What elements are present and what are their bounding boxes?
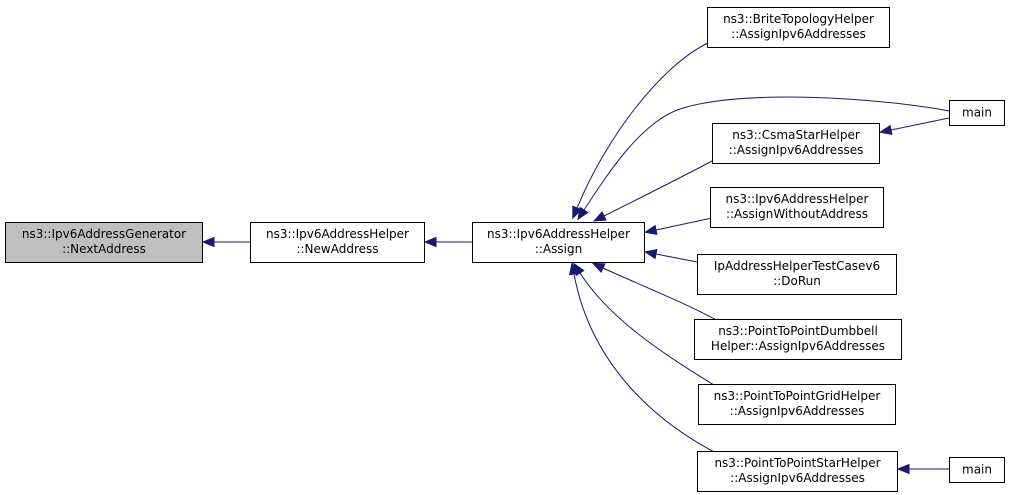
node-label-line: main <box>962 463 992 477</box>
node-ip-address-helper-test-casev6-do-run[interactable]: IpAddressHelperTestCasev6::DoRun <box>697 254 897 295</box>
node-label-line: ns3::PointToPointGridHelper <box>714 389 881 403</box>
node-label-line: ns3::Ipv6AddressGenerator <box>22 227 186 241</box>
node-label-line: ns3::CsmaStarHelper <box>732 128 860 142</box>
node-box <box>710 187 884 228</box>
node-ipv6-address-helper-assign[interactable]: ns3::Ipv6AddressHelper::Assign <box>472 222 645 263</box>
node-brite-topology-helper-assign-ipv6-addresses[interactable]: ns3::BriteTopologyHelper::AssignIpv6Addr… <box>707 7 890 48</box>
node-box <box>949 457 1005 483</box>
node-label-line: ::AssignIpv6Addresses <box>729 143 864 157</box>
edge-assign-to-new_address <box>423 236 472 248</box>
arrow-head <box>896 463 910 475</box>
arrow-head <box>201 236 215 248</box>
node-ipv6-address-helper-assign-without-address[interactable]: ns3::Ipv6AddressHelper::AssignWithoutAdd… <box>710 187 884 228</box>
edge-main2-to-star <box>896 463 949 475</box>
arrow-head <box>577 206 589 221</box>
node-label-line: ::DoRun <box>773 274 821 288</box>
edge-main1-to-csma <box>878 117 950 136</box>
node-box <box>694 319 902 360</box>
arrow-head <box>643 248 658 260</box>
edge-line <box>890 117 950 131</box>
arrow-head <box>423 236 437 248</box>
node-box <box>250 222 425 263</box>
node-label-line: ::NewAddress <box>296 242 378 256</box>
edge-line <box>579 272 723 391</box>
arrow-head <box>591 262 606 273</box>
node-box <box>707 7 890 48</box>
node-box <box>712 123 880 164</box>
arrow-head <box>593 211 607 222</box>
node-box <box>697 254 897 295</box>
edge-dumbbell-to-assign <box>591 262 721 323</box>
node-box <box>5 222 203 263</box>
node-label-line: ::AssignIpv6Addresses <box>730 404 865 418</box>
node-point-to-point-dumbbell-helper-assign-ipv6-addresses[interactable]: ns3::PointToPointDumbbellHelper::AssignI… <box>694 319 902 360</box>
edge-line <box>655 217 713 231</box>
node-box <box>697 451 898 492</box>
node-label-line: ns3::Ipv6AddressHelper <box>266 227 409 241</box>
node-point-to-point-grid-helper-assign-ipv6-addresses[interactable]: ns3::PointToPointGridHelper::AssignIpv6A… <box>698 384 896 425</box>
edge-main1-to-assign <box>577 96 950 221</box>
arrow-head <box>643 224 658 236</box>
node-label-line: ::AssignWithoutAddress <box>726 207 868 221</box>
edge-star-to-assign <box>568 261 723 457</box>
node-label-line: ::Assign <box>535 242 582 256</box>
node-label-line: Helper::AssignIpv6Addresses <box>711 339 885 353</box>
nodes-layer: ns3::Ipv6AddressGenerator::NextAddressns… <box>5 7 1005 492</box>
edge-line <box>655 253 698 263</box>
node-label-line: ns3::Ipv6AddressHelper <box>487 227 630 241</box>
node-ipv6-address-generator-next-address[interactable]: ns3::Ipv6AddressGenerator::NextAddress <box>5 222 203 263</box>
edge-csma-to-assign <box>593 159 715 222</box>
arrow-head <box>572 205 583 220</box>
edges-layer <box>201 41 950 475</box>
edge-line <box>576 41 711 209</box>
node-label-line: ::AssignIpv6Addresses <box>730 471 865 485</box>
node-label-line: ns3::BriteTopologyHelper <box>723 12 874 26</box>
edge-line <box>602 267 721 323</box>
node-main-bottom[interactable]: main <box>949 457 1005 483</box>
edge-brite-to-assign <box>572 41 711 220</box>
node-label-line: ns3::Ipv6AddressHelper <box>726 192 869 206</box>
edge-line <box>583 96 950 211</box>
edge-line <box>603 159 715 217</box>
node-label-line: ::NextAddress <box>62 242 146 256</box>
node-box <box>472 222 645 263</box>
edge-line <box>573 273 723 457</box>
node-label-line: IpAddressHelperTestCasev6 <box>714 259 880 273</box>
arrow-head <box>878 124 893 136</box>
node-label-line: ns3::PointToPointDumbbell <box>718 324 878 338</box>
edge-without-to-assign <box>643 217 713 236</box>
node-box <box>698 384 896 425</box>
node-main-top[interactable]: main <box>949 100 1005 126</box>
node-label-line: ns3::PointToPointStarHelper <box>714 456 880 470</box>
edge-testcase-to-assign <box>643 248 698 263</box>
node-label-line: ::AssignIpv6Addresses <box>731 27 866 41</box>
node-label-line: main <box>962 106 992 120</box>
node-point-to-point-star-helper-assign-ipv6-addresses[interactable]: ns3::PointToPointStarHelper::AssignIpv6A… <box>697 451 898 492</box>
node-csma-star-helper-assign-ipv6-addresses[interactable]: ns3::CsmaStarHelper::AssignIpv6Addresses <box>712 123 880 164</box>
node-box <box>949 100 1005 126</box>
node-ipv6-address-helper-new-address[interactable]: ns3::Ipv6AddressHelper::NewAddress <box>250 222 425 263</box>
edge-new_address-to-next_address <box>201 236 250 248</box>
arrow-head <box>568 261 580 276</box>
